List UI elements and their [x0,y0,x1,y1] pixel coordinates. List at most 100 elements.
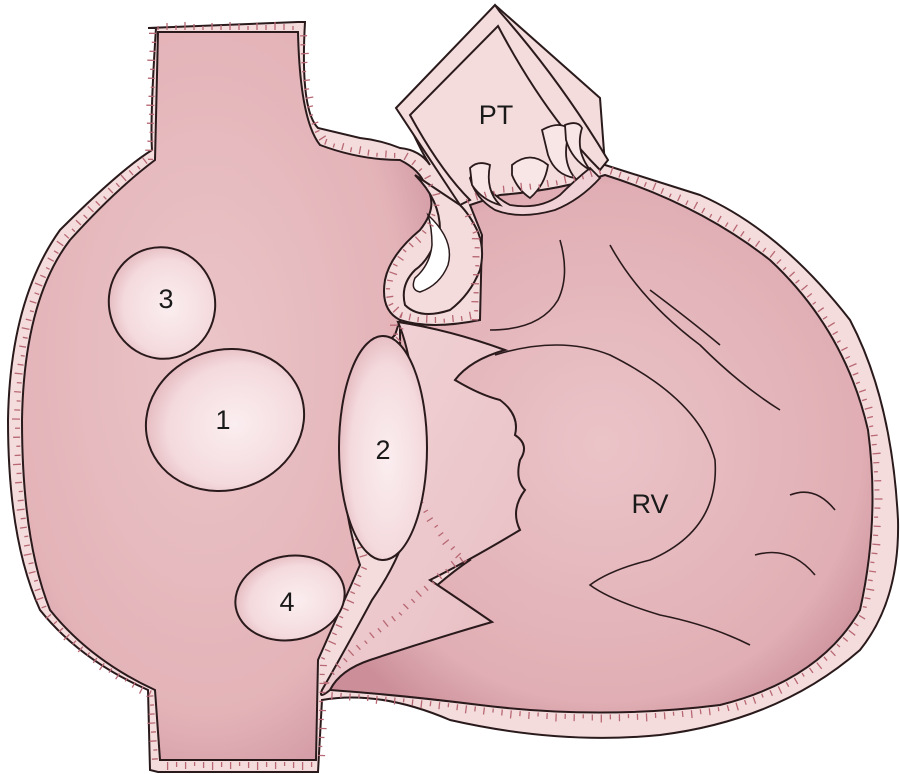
trabecula-mark [788,271,796,278]
trabecula-mark [359,554,368,558]
trabecula-mark [318,135,327,141]
trabecula-mark [861,398,867,402]
trabecula-mark [822,315,828,320]
trabecula-mark [782,266,787,271]
trabecula-mark [858,614,866,620]
trabecula-mark [800,284,808,291]
label-defect-2: 2 [375,435,390,465]
pulmonary-trunk-wall [394,3,610,207]
trabecula-mark [339,615,344,619]
trabecula-mark [538,184,541,189]
trabecula-mark [816,662,823,670]
trabecula-mark [867,579,873,582]
trabecula-mark [408,242,414,248]
trabecula-mark [643,181,647,188]
trabecula-mark [652,182,657,191]
trabecula-mark [463,559,468,564]
trabecula-mark [346,599,355,604]
trabecula-mark [349,147,353,153]
trabecula-mark [40,274,47,279]
trabecula-mark [367,149,370,156]
trabecula-mark [581,175,585,180]
trabecula-mark [402,248,407,253]
trabecula-mark [423,585,429,592]
trabecula-mark [14,372,23,375]
trabecula-mark [866,588,875,591]
trabecula-mark [410,598,416,604]
trabecula-mark [53,250,59,254]
trabecula-mark [20,517,26,520]
trabecula-mark [28,570,36,574]
trabecula-mark [392,306,400,313]
trabecula-mark [393,697,396,705]
trabecula-mark [384,696,387,702]
label-rv: RV [631,489,668,519]
trabecula-mark [685,200,689,206]
trabecula-mark [418,168,423,172]
trabecula-mark [870,434,878,437]
trabecula-mark [520,182,523,191]
trabecula-mark [324,138,328,145]
trabecula-mark [609,166,614,175]
trabecula-mark [99,662,105,671]
trabecula-mark [34,282,43,287]
trabecula-mark [63,633,70,641]
trabecula-mark [75,219,82,226]
trabecula-mark [14,390,22,393]
trabecula-mark [120,174,127,182]
trabecula-mark [56,240,64,247]
trabecula-mark [389,271,398,276]
trabecula-mark [34,588,41,592]
trabecula-mark [103,195,107,200]
trabecula-mark [23,544,31,547]
trabecula-mark [306,105,314,108]
trabecula-mark [482,707,486,715]
trabecula-mark [28,562,34,565]
trabecula-mark [866,415,874,419]
trabecula-mark [717,707,720,712]
trabecula-mark [136,165,141,170]
trabecula-mark [424,174,432,180]
trabecula-mark [364,640,368,645]
trabecula-mark [708,708,711,716]
trabecula-mark [41,605,47,609]
trabecula-mark [358,146,362,155]
trabecula-mark [701,207,706,214]
trabecula-mark [45,267,50,270]
trabecula-mark [19,526,27,529]
label-defect-1: 1 [215,405,230,435]
trabecula-mark [434,524,439,529]
trabecula-mark [812,301,817,305]
trabecula-mark [309,114,314,117]
trabecula-mark [29,300,37,304]
trabecula-mark [366,694,369,702]
trabecula-mark [343,657,348,663]
trabecula-mark [63,233,70,239]
trabecula-mark [699,709,702,715]
trabecula-mark [717,215,722,223]
defect-1 [144,347,306,493]
trabecula-mark [660,187,665,194]
trabecula-mark [589,170,593,178]
trabecula-mark [128,169,134,176]
trabecula-mark [357,574,362,578]
trabecula-mark [124,677,128,682]
trabecula-mark [852,372,859,376]
trabecula-mark [33,579,39,582]
trabecula-mark [663,712,666,720]
trabecula-mark [72,640,77,645]
trabecula-mark [355,644,361,651]
trabecula-mark [438,702,441,710]
trabecula-mark [86,652,91,657]
trabecula-mark [331,632,337,636]
trabecula-mark [546,179,550,188]
trabecula-mark [502,185,505,193]
trabecula-mark [386,295,394,298]
trabecula-mark [776,258,782,265]
trabecula-mark [71,228,76,233]
trabecula-mark [445,568,450,574]
trabecula-mark [369,632,375,639]
trabecula-mark [335,662,342,669]
infundibulum-inner [412,212,451,293]
trabecula-mark [709,213,713,218]
